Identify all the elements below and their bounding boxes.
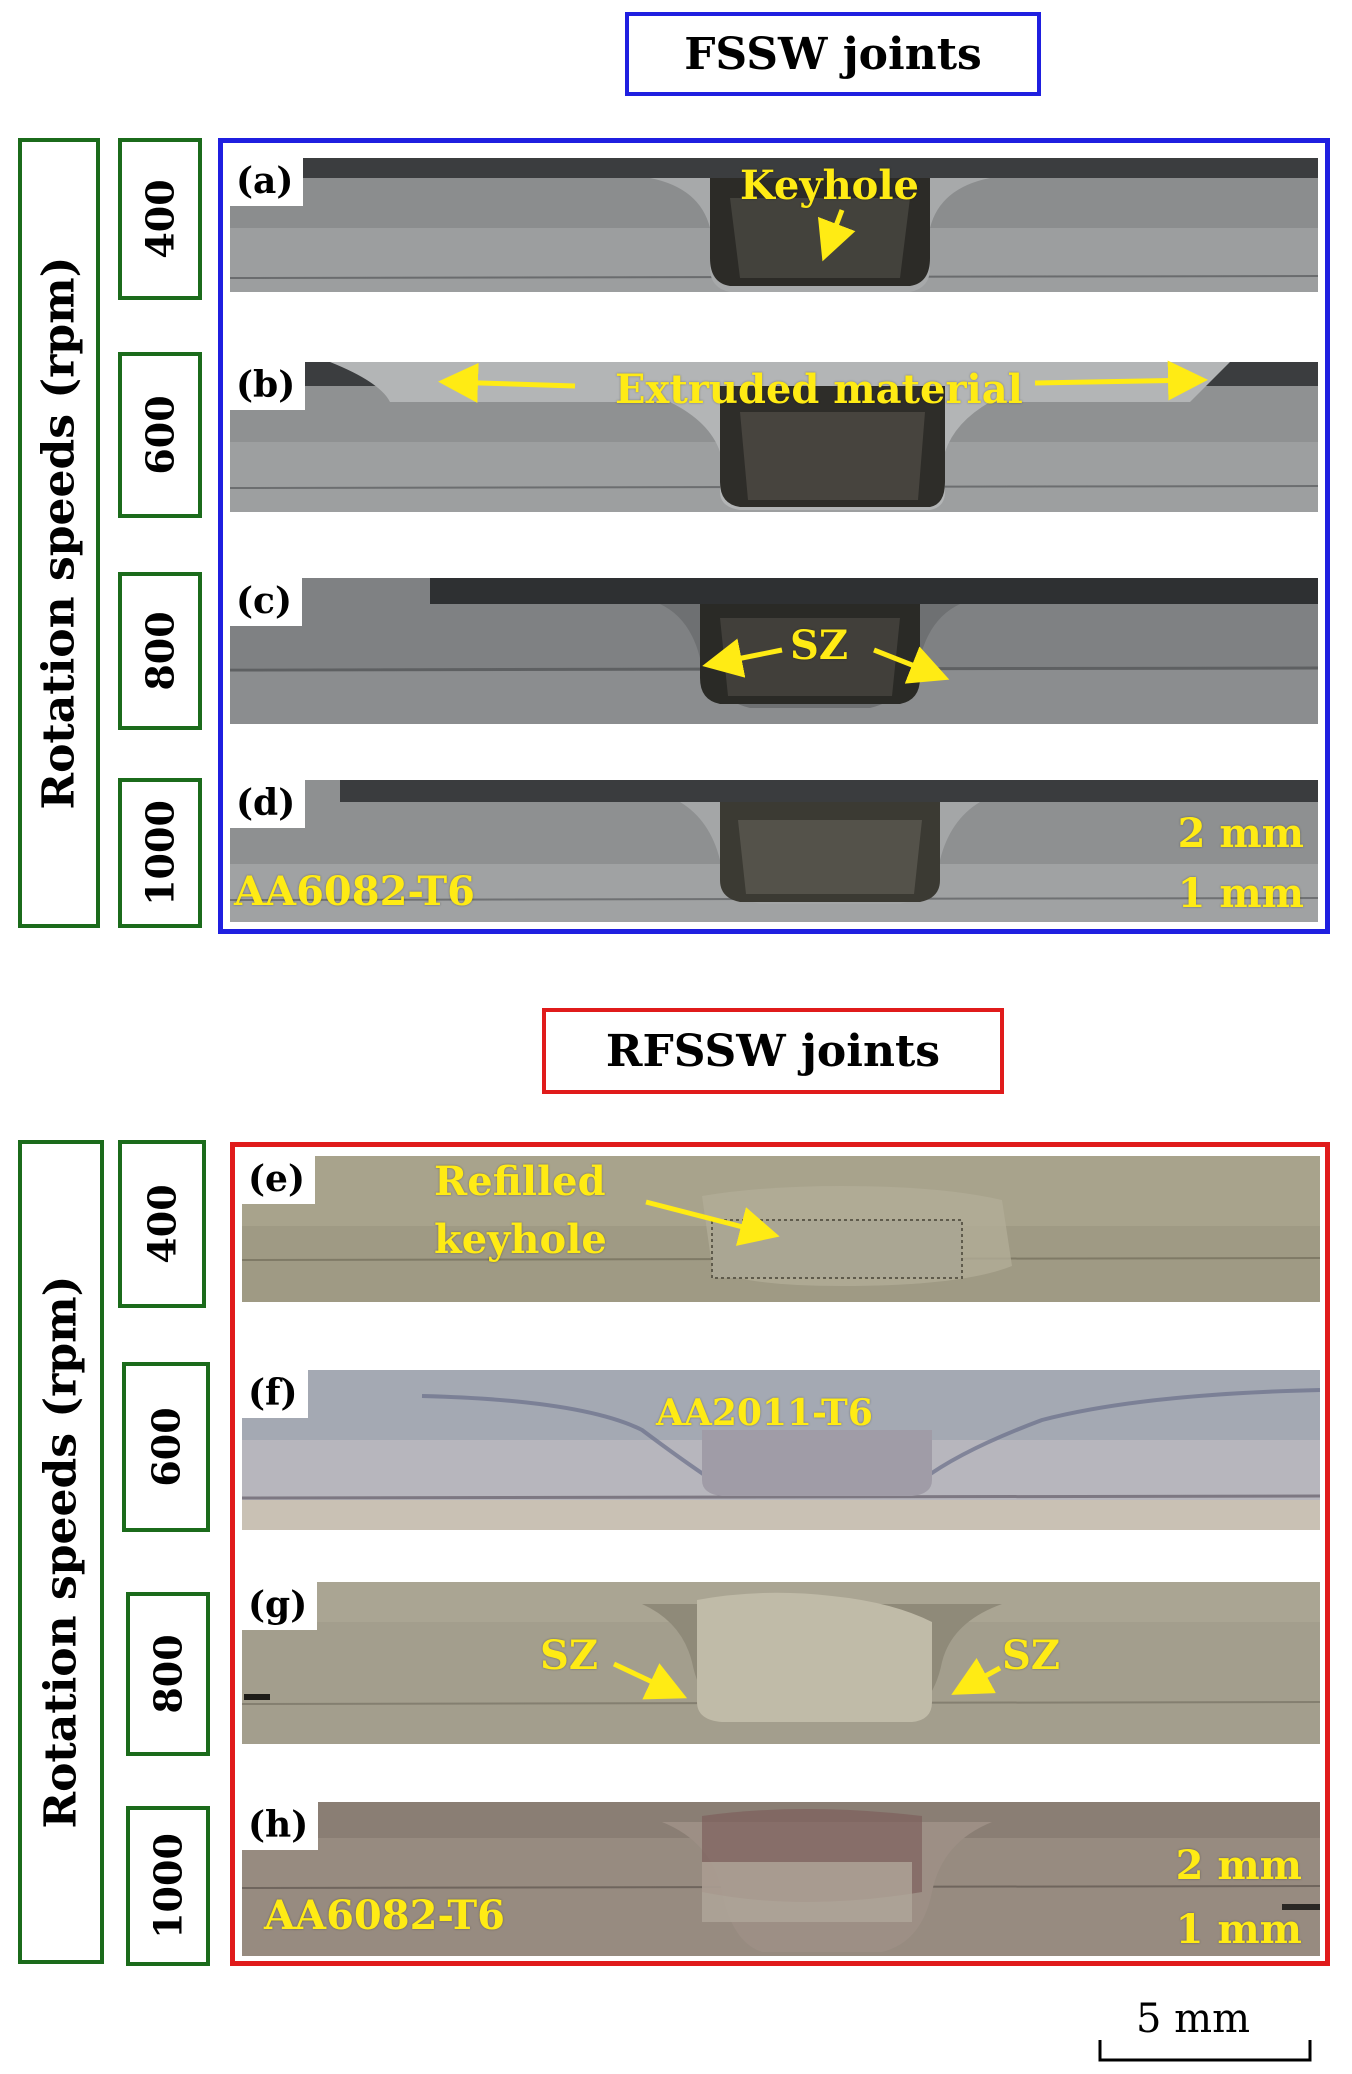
macrograph-image (230, 362, 1318, 512)
speed-value: 600 (143, 1407, 189, 1487)
material-label: AA6082-T6 (234, 868, 475, 915)
speed-value: 800 (137, 611, 183, 691)
panel-letter: (c) (230, 578, 302, 626)
rfssw-axis-label: Rotation speeds (rpm) (35, 1275, 87, 1829)
panel-letter: (g) (242, 1582, 318, 1630)
speed-value: 800 (145, 1634, 191, 1714)
material-label: AA6082-T6 (264, 1892, 505, 1939)
fssw-speed-1000: 1000 (118, 778, 202, 928)
rfssw-speed-1000: 1000 (126, 1806, 210, 1966)
sz-left-label: SZ (540, 1632, 599, 1679)
fssw-panel-b: (b) Extruded material (230, 362, 1318, 512)
panel-letter: (d) (230, 780, 306, 828)
panel-letter: (a) (230, 158, 304, 206)
panel-letter: (e) (242, 1156, 315, 1204)
macrograph-image (242, 1802, 1320, 1956)
refilled-label-line2: keyhole (434, 1216, 607, 1263)
fssw-frame (218, 138, 1330, 934)
rfssw-title-text: RFSSW joints (605, 1025, 941, 1077)
rfssw-speed-600: 600 (122, 1362, 210, 1532)
fssw-speed-800: 800 (118, 572, 202, 730)
fssw-panel-c: (c) SZ (230, 578, 1318, 724)
macrograph-image (242, 1370, 1320, 1530)
fssw-speed-600: 600 (118, 352, 202, 518)
extruded-material-label: Extruded material (615, 366, 1023, 413)
fssw-panel-a: (a) Keyhole (230, 158, 1318, 292)
fssw-speed-400: 400 (118, 138, 202, 300)
rfssw-frame (230, 1142, 1330, 1966)
scale-bar-label: 5 mm (1136, 1996, 1251, 2042)
panel-letter: (h) (242, 1802, 319, 1850)
thickness-bottom-label: 1 mm (1177, 870, 1304, 917)
panel-letter: (b) (230, 362, 306, 410)
speed-value: 400 (137, 179, 183, 259)
thickness-top-label: 2 mm (1177, 810, 1304, 857)
speed-value: 600 (137, 395, 183, 475)
rfssw-panel-h: (h) AA6082-T6 2 mm 1 mm (242, 1802, 1320, 1956)
macrograph-image (230, 578, 1318, 724)
macrograph-image (230, 780, 1318, 922)
speed-value: 1000 (137, 800, 183, 906)
fssw-axis-label: Rotation speeds (rpm) (33, 256, 85, 810)
rfssw-panel-f: (f) AA2011-T6 (242, 1370, 1320, 1530)
thickness-top-label: 2 mm (1175, 1842, 1302, 1889)
panel-letter: (f) (242, 1370, 308, 1418)
speed-value: 1000 (145, 1833, 191, 1939)
sz-label: SZ (790, 622, 849, 669)
rfssw-panel-e: (e) Refilled keyhole (242, 1156, 1320, 1302)
rfssw-title: RFSSW joints (542, 1008, 1004, 1094)
rfssw-panel-g: (g) SZ SZ (242, 1582, 1320, 1744)
fssw-axis-label-box: Rotation speeds (rpm) (18, 138, 100, 928)
rfssw-axis-label-box: Rotation speeds (rpm) (18, 1140, 104, 1964)
speed-value: 400 (139, 1184, 185, 1264)
rfssw-speed-400: 400 (118, 1140, 206, 1308)
keyhole-label: Keyhole (740, 162, 919, 209)
refilled-label-line1: Refilled (434, 1158, 606, 1205)
upper-material-label: AA2011-T6 (656, 1392, 873, 1434)
thickness-bottom-label: 1 mm (1175, 1906, 1302, 1953)
rfssw-speed-800: 800 (126, 1592, 210, 1756)
macrograph-image (242, 1582, 1320, 1744)
fssw-title-text: FSSW joints (684, 28, 982, 80)
fssw-panel-d: (d) AA6082-T6 2 mm 1 mm (230, 780, 1318, 922)
macrograph-image (242, 1156, 1320, 1302)
sz-right-label: SZ (1002, 1632, 1061, 1679)
fssw-title: FSSW joints (625, 12, 1041, 96)
